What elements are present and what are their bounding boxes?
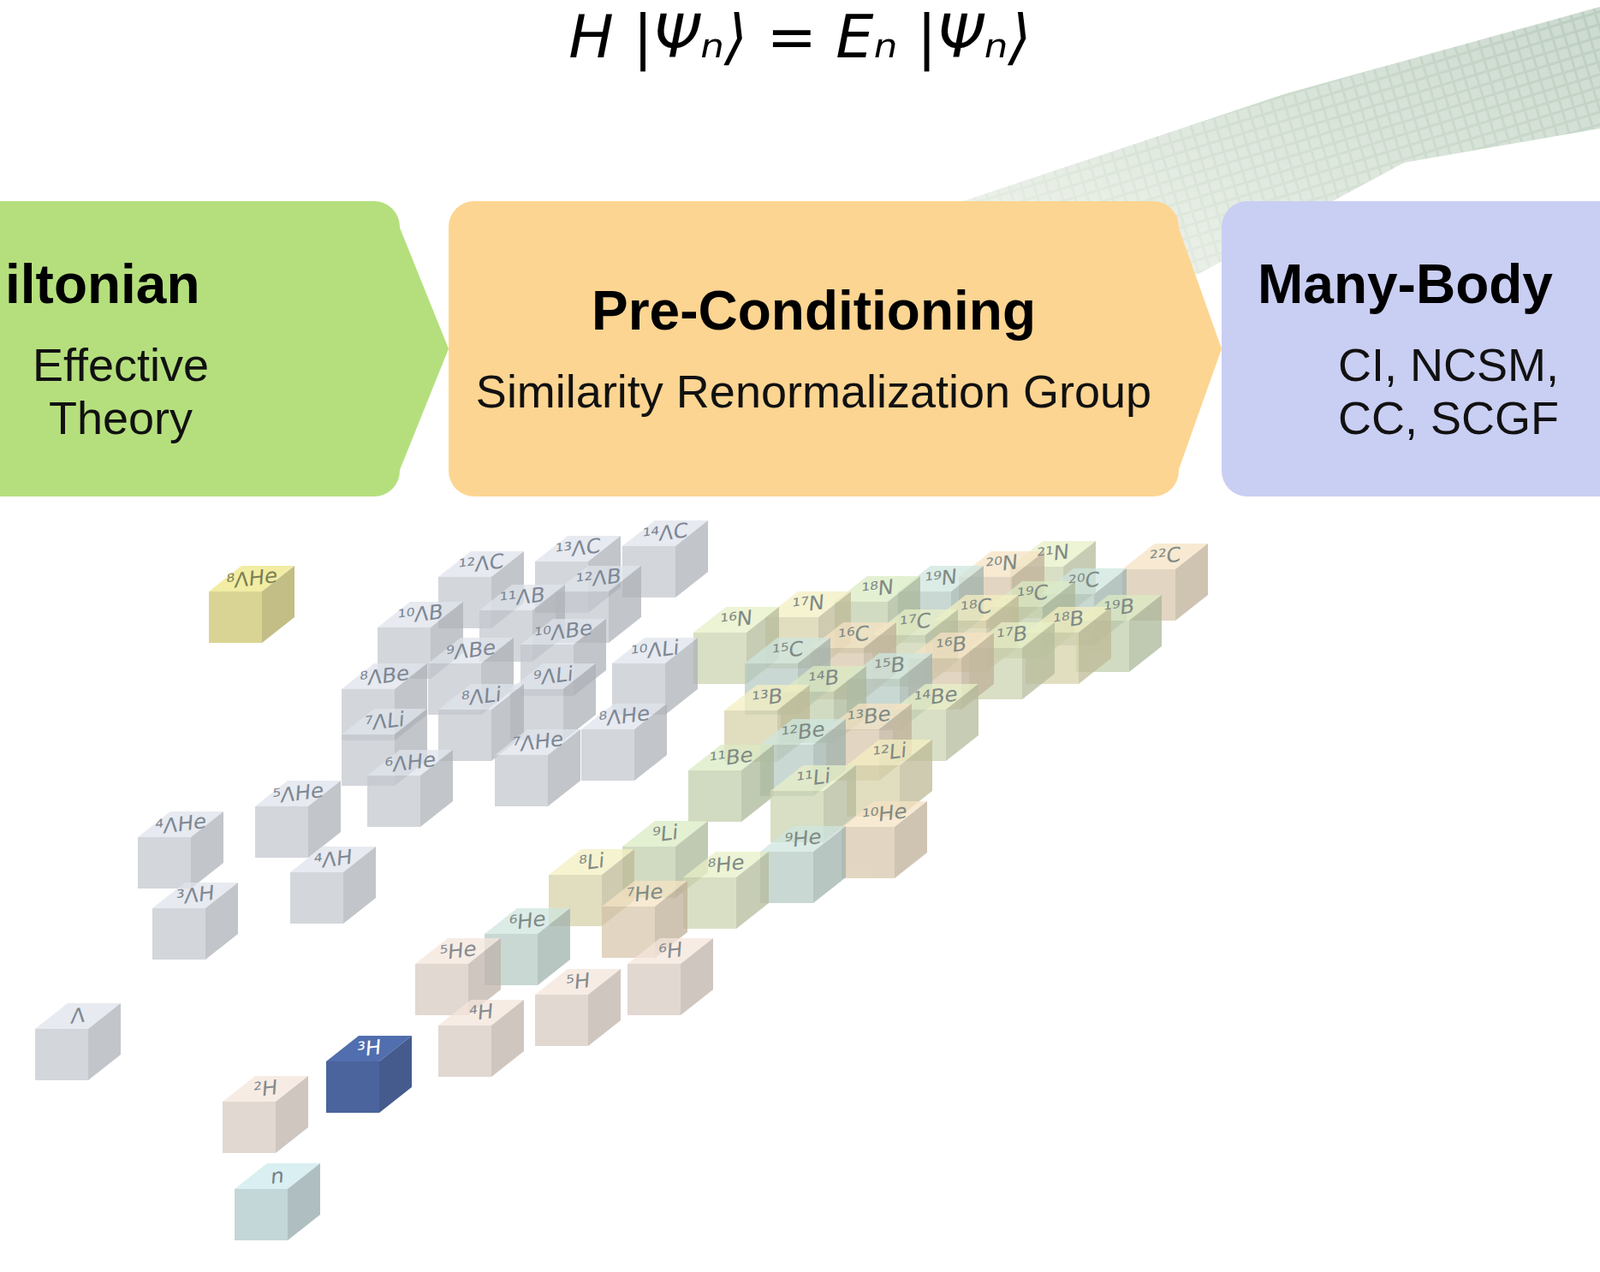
nuclide-label: ³H bbox=[356, 1034, 382, 1063]
nuclide-block bbox=[535, 969, 621, 1047]
nuclide-label: ¹⁹B bbox=[1102, 594, 1136, 623]
nuclide-label: ¹²Li bbox=[871, 737, 908, 767]
nuclide-block bbox=[326, 1035, 412, 1113]
nuclide-label: ¹¹Li bbox=[795, 763, 832, 792]
nuclide-label: ²⁰N bbox=[984, 550, 1019, 579]
nuclide-label: ¹⁶N bbox=[719, 606, 754, 635]
nuclide-label: Λ bbox=[70, 1003, 87, 1029]
nuclide-block bbox=[222, 1076, 309, 1154]
nuclide-label: ¹⁹N bbox=[923, 565, 958, 594]
nuclide-label: ¹⁹C bbox=[1016, 580, 1050, 609]
nuclide-label: ⁴H bbox=[468, 999, 494, 1027]
nuclide-label: ¹⁵C bbox=[771, 636, 805, 666]
nuclide-label: ⁵H bbox=[565, 968, 591, 996]
nuclide-label: ²¹N bbox=[1035, 540, 1071, 569]
nuclide-label: ¹³B bbox=[750, 684, 784, 713]
nuclide-label: ²H bbox=[252, 1075, 279, 1103]
process-step-box: Many-BodyCI, NCSM, CC, SCGF bbox=[1221, 201, 1600, 497]
nuclide-label: ¹⁶C bbox=[837, 621, 871, 650]
nuclide-block bbox=[35, 1003, 121, 1081]
nuclide-label: ⁶H bbox=[657, 937, 684, 965]
process-step-box: iltonianEffective Theory bbox=[0, 201, 400, 497]
chevron-arrow bbox=[398, 223, 449, 475]
nuclide-label: ¹⁶B bbox=[934, 631, 968, 661]
nuclide-label: ²²C bbox=[1148, 542, 1183, 572]
process-step-box: Pre-ConditioningSimilarity Renormalizati… bbox=[448, 201, 1179, 497]
nuclide-label: ¹⁸N bbox=[860, 575, 895, 604]
nuclide-label: ¹⁸C bbox=[959, 594, 994, 623]
step-description: Similarity Renormalization Group bbox=[475, 364, 1152, 418]
nuclide-label: n bbox=[269, 1163, 286, 1190]
nuclide-label: ¹⁵B bbox=[873, 652, 906, 681]
step-heading: Many-Body bbox=[1257, 253, 1553, 317]
nuclide-label: ¹⁷N bbox=[791, 590, 826, 619]
nuclide-label: ¹⁸B bbox=[1052, 606, 1085, 635]
nuclide-block bbox=[627, 938, 714, 1016]
nuclide-label: ¹⁷C bbox=[898, 608, 933, 637]
nuclide-block bbox=[438, 999, 524, 1077]
chevron-arrow bbox=[1177, 223, 1222, 475]
step-description: Effective Theory bbox=[5, 338, 237, 445]
step-heading: iltonian bbox=[5, 253, 201, 317]
nuclide-label: ⁹Li bbox=[651, 820, 679, 848]
nuclide-block bbox=[234, 1163, 321, 1241]
nuclide-label: ²⁰C bbox=[1067, 567, 1101, 596]
equation-heading: H |Ψₙ⟩ = Eₙ |Ψₙ⟩ bbox=[0, 1, 1600, 72]
step-description: CI, NCSM, CC, SCGF bbox=[1332, 338, 1565, 445]
nuclide-label: ¹⁴B bbox=[807, 665, 840, 694]
nuclide-label: ⁸Li bbox=[577, 848, 606, 876]
nuclide-label: ¹⁷B bbox=[995, 621, 1029, 650]
step-heading: Pre-Conditioning bbox=[591, 279, 1036, 344]
